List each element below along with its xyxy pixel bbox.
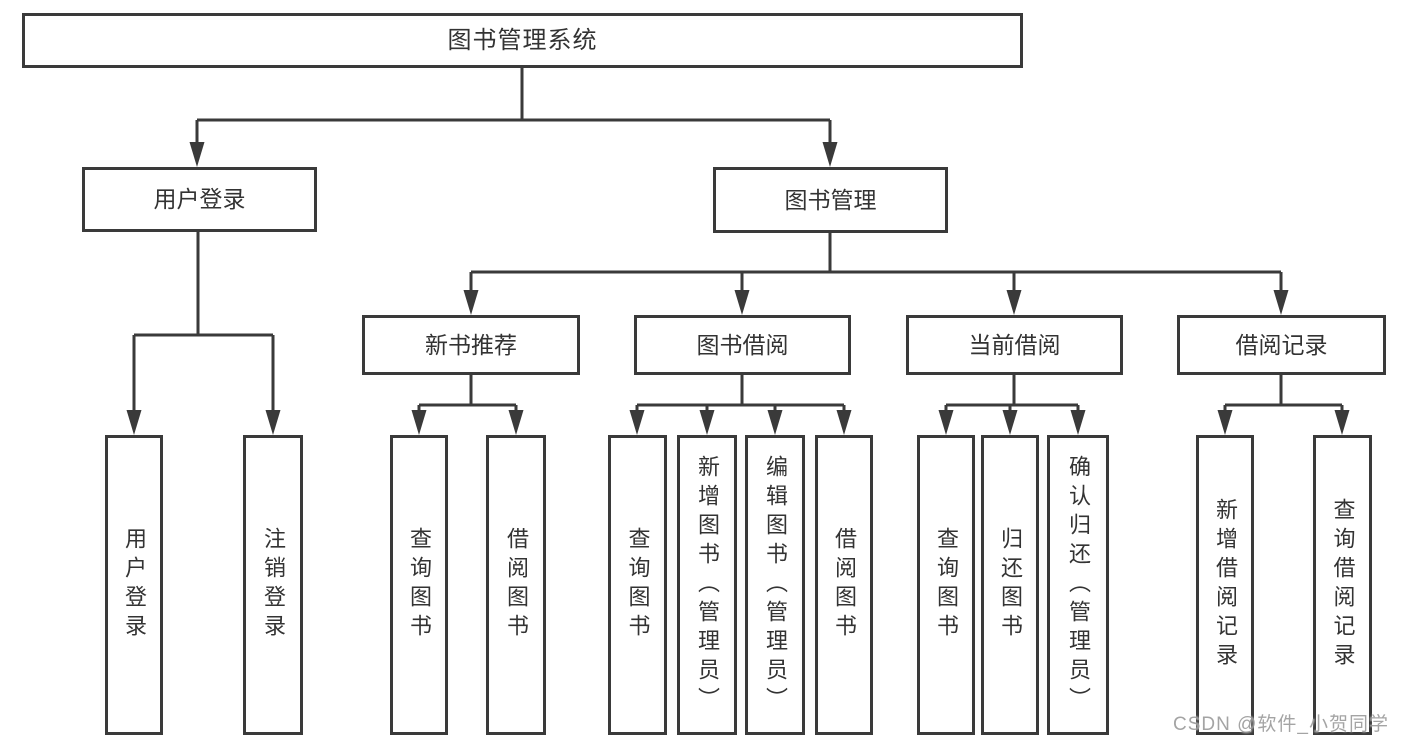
arrowhead-down-icon <box>1070 410 1086 435</box>
node-label: 图书管理 <box>784 186 877 213</box>
arrowhead-down-icon <box>938 410 954 435</box>
arrowhead-down-icon <box>1006 290 1022 315</box>
user-login-split-line <box>132 232 275 412</box>
node-current-borrowing: 当前借阅 <box>906 315 1123 375</box>
node-label: 当前借阅 <box>968 331 1061 358</box>
book-mgmt-split-line <box>469 233 1283 292</box>
new-book-rec-split-line <box>417 375 518 412</box>
arrowhead-down-icon <box>836 410 852 435</box>
leaf-confirm-return-admin: 确认归还（管理员） <box>1047 435 1109 735</box>
current-borrow-split-line <box>944 375 1080 412</box>
borrow-records-split-line <box>1223 375 1344 412</box>
leaf-add-books-admin: 新增图书（管理员） <box>677 435 737 735</box>
arrowhead-down-icon <box>126 410 142 435</box>
leaf-add-borrow-record: 新增借阅记录 <box>1196 435 1254 735</box>
node-book-borrowing: 图书借阅 <box>634 315 851 375</box>
arrowhead-down-icon <box>1334 410 1350 435</box>
node-new-book-recommendation: 新书推荐 <box>362 315 580 375</box>
node-label: 新增图书（管理员） <box>695 454 720 716</box>
leaf-return-books: 归还图书 <box>981 435 1039 735</box>
node-label: 图书借阅 <box>696 331 789 358</box>
arrowhead-down-icon <box>1273 290 1289 315</box>
node-label: 注销登录 <box>261 527 286 643</box>
root-split-line <box>195 67 832 144</box>
arrowhead-down-icon <box>463 290 479 315</box>
arrowhead-down-icon <box>265 410 281 435</box>
arrowhead-down-icon <box>1217 410 1233 435</box>
arrowhead-down-icon <box>1002 410 1018 435</box>
node-label: 用户登录 <box>122 527 147 643</box>
node-label: 借阅图书 <box>832 527 857 643</box>
arrowhead-down-icon <box>189 142 205 167</box>
leaf-user-login: 用户登录 <box>105 435 163 735</box>
leaf-borrow-books-under-borrowing: 借阅图书 <box>815 435 873 735</box>
arrowhead-down-icon <box>699 410 715 435</box>
node-label: 新书推荐 <box>425 331 517 358</box>
node-label: 新增借阅记录 <box>1213 498 1238 672</box>
arrowhead-down-icon <box>508 410 524 435</box>
arrowhead-down-icon <box>734 290 750 315</box>
leaf-logout: 注销登录 <box>243 435 303 735</box>
arrowhead-down-icon <box>411 410 427 435</box>
leaf-query-books-under-borrowing: 查询图书 <box>608 435 667 735</box>
node-label: 借阅记录 <box>1235 331 1328 358</box>
node-label: 图书管理系统 <box>447 26 598 54</box>
arrowhead-down-icon <box>822 142 838 167</box>
node-borrowing-records: 借阅记录 <box>1177 315 1386 375</box>
node-library-management-system: 图书管理系统 <box>22 13 1023 68</box>
node-user-login: 用户登录 <box>82 167 317 232</box>
node-label: 借阅图书 <box>504 527 529 643</box>
node-label: 确认归还（管理员） <box>1066 454 1091 716</box>
arrowhead-down-icon <box>629 410 645 435</box>
leaf-query-borrow-record: 查询借阅记录 <box>1313 435 1372 735</box>
arrowhead-down-icon <box>767 410 783 435</box>
leaf-query-books-under-recommendation: 查询图书 <box>390 435 448 735</box>
node-label: 查询图书 <box>625 527 651 643</box>
book-borrow-split-line <box>635 375 846 412</box>
node-label: 查询图书 <box>407 527 432 643</box>
leaf-edit-books-admin: 编辑图书（管理员） <box>745 435 805 735</box>
node-label: 编辑图书（管理员） <box>763 454 788 716</box>
node-label: 查询借阅记录 <box>1330 498 1356 672</box>
csdn-watermark: CSDN @软件_小贺同学 <box>1173 714 1389 735</box>
leaf-borrow-books-under-recommendation: 借阅图书 <box>486 435 546 735</box>
node-book-management: 图书管理 <box>713 167 948 233</box>
leaf-query-books-under-current: 查询图书 <box>917 435 975 735</box>
node-label: 查询图书 <box>934 527 959 643</box>
node-label: 归还图书 <box>998 527 1023 643</box>
node-label: 用户登录 <box>153 186 246 212</box>
